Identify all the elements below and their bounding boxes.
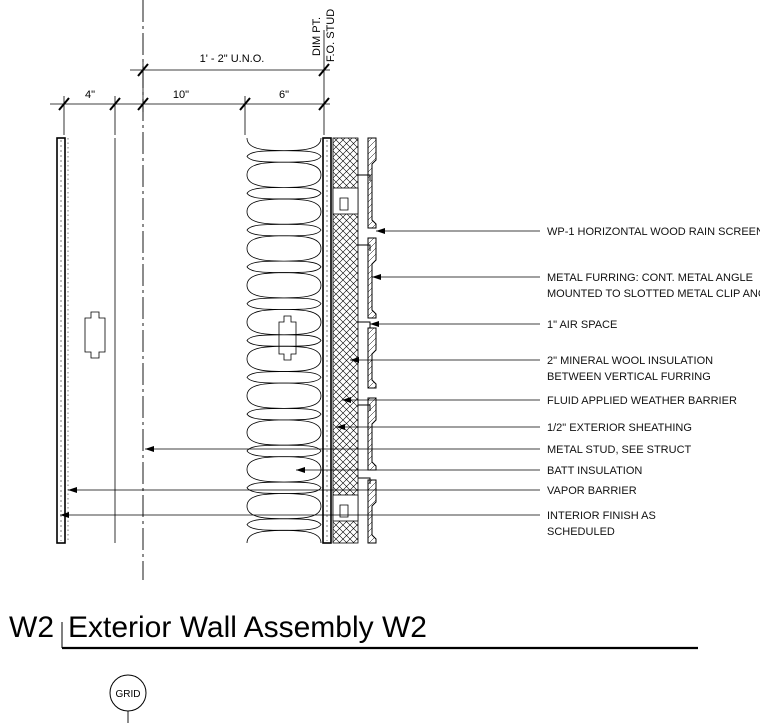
callout-batt-insulation: BATT INSULATION [547,465,642,477]
title-text: Exterior Wall Assembly W2 [68,611,427,644]
dim-point-label-1: DIM PT. [311,17,323,56]
callout-metal-furring: METAL FURRING: CONT. METAL ANGLE MOUNTED… [547,272,760,300]
exterior-sheathing [322,137,332,544]
callout-rain-screen: WP-1 HORIZONTAL WOOD RAIN SCREEN [547,226,760,238]
callout-air-space: 1" AIR SPACE [547,319,617,331]
dim-point-label-2: F.O. STUD [325,9,337,62]
callout-exterior-sheathing: 1/2" EXTERIOR SHEATHING [547,422,692,434]
callout-metal-stud: METAL STUD, SEE STRUCT [547,444,692,456]
leader-arrowhead [376,228,385,234]
leader-arrowhead [372,274,381,280]
mineral-wool-insulation [332,137,359,544]
grid-bubble: GRID [109,674,147,712]
dimension-string: 1' - 2" U.N.O. 4" 10" 6" DIM PT. F.O. ST… [50,9,337,135]
rain-screen-board [367,137,377,229]
dim-seg-2: 10" [173,89,189,101]
furring-clip [358,174,371,181]
leader-arrowhead [68,487,77,493]
callout-vapor-barrier: VAPOR BARRIER [547,485,637,497]
title-id: W2 [9,611,54,644]
leader-arrowhead [296,467,305,473]
drawing-title: W2 Exterior Wall Assembly W2 [9,611,698,650]
furring-clip [358,477,371,484]
wood-rain-screen [358,137,377,544]
rain-screen-board [367,479,377,544]
batt-insulation [246,137,322,544]
batt-insulation-loops [246,137,322,544]
callout-leaders [60,228,540,518]
leader-arrowhead [370,321,379,327]
metal-stud [84,138,116,543]
leader-arrowhead [350,357,359,363]
furring-clip [358,404,371,411]
rain-screen-board [367,397,377,471]
furring-clip [358,244,371,251]
furring-clip [358,321,371,328]
callout-interior-finish: INTERIOR FINISH AS SCHEDULED [547,510,659,538]
grid-bubble-label: GRID [116,689,141,700]
dim-overall: 1' - 2" U.N.O. [200,53,265,65]
callout-weather-barrier: FLUID APPLIED WEATHER BARRIER [547,395,737,407]
callout-notes: WP-1 HORIZONTAL WOOD RAIN SCREEN METAL F… [547,226,760,538]
rain-screen-board [367,327,377,389]
leader-arrowhead [336,424,345,430]
dim-seg-1: 4" [85,89,95,101]
dim-seg-3: 6" [279,89,289,101]
rain-screen-board [367,237,377,319]
leader-arrowhead [342,397,351,403]
leader-arrowhead [60,512,69,518]
batt-clip [278,315,297,361]
interior-finish [56,137,69,544]
callout-mineral-wool: 2" MINERAL WOOL INSULATION BETWEEN VERTI… [547,355,716,383]
leader-arrowhead [145,446,154,452]
